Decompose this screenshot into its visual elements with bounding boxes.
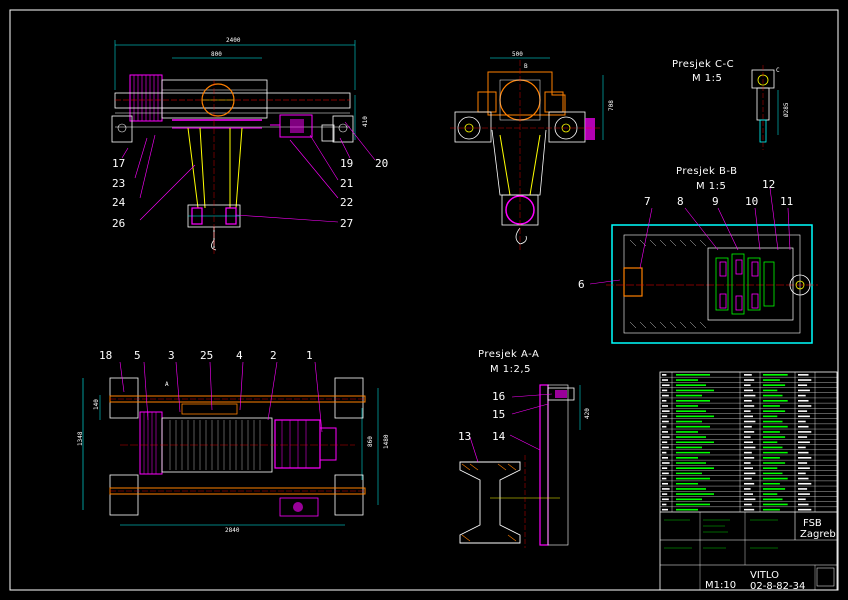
title-name: VITLO bbox=[750, 570, 779, 581]
drawing-frame bbox=[9, 9, 839, 591]
dim-plan-left: 140 bbox=[93, 399, 100, 410]
part-17: 17 bbox=[112, 157, 125, 170]
part-27: 27 bbox=[340, 217, 353, 230]
part-5: 5 bbox=[134, 349, 141, 362]
section-c-c-scale: M 1:5 bbox=[692, 73, 722, 84]
part-8: 8 bbox=[677, 195, 684, 208]
part-15: 15 bbox=[492, 408, 505, 421]
plan-view: 1348 140 2840 1480 860 bbox=[77, 349, 390, 534]
part-13: 13 bbox=[458, 430, 471, 443]
view-marker-a: A bbox=[165, 381, 169, 388]
part-20: 20 bbox=[375, 157, 388, 170]
view-marker-c: C bbox=[776, 67, 780, 74]
dim-aa: 420 bbox=[584, 408, 591, 419]
dim-plan-height: 1348 bbox=[77, 431, 84, 446]
part-12: 12 bbox=[762, 178, 775, 191]
section-b-b-label: Presjek B-B bbox=[676, 166, 737, 177]
part-3: 3 bbox=[168, 349, 175, 362]
part-16: 16 bbox=[492, 390, 505, 403]
part-9: 9 bbox=[712, 195, 719, 208]
dim-cc: Ø285 bbox=[783, 102, 790, 117]
section-c-c: Presjek C-C M 1:5 Ø285 C bbox=[672, 59, 790, 150]
section-b-b-scale: M 1:5 bbox=[696, 181, 726, 192]
dim-top-overall: 2400 bbox=[226, 37, 241, 44]
title-drawing-number: 02-8-82-34 bbox=[750, 581, 805, 592]
dim-side-height: 708 bbox=[608, 100, 615, 111]
section-a-a-label: Presjek A-A bbox=[478, 349, 539, 360]
section-b-b: Presjek B-B M 1:5 bbox=[578, 166, 818, 344]
section-a-a-scale: M 1:2,5 bbox=[490, 364, 531, 375]
part-25: 25 bbox=[200, 349, 213, 362]
part-21: 21 bbox=[340, 177, 353, 190]
section-c-c-label: Presjek C-C bbox=[672, 59, 734, 70]
view-marker-b: B bbox=[524, 63, 528, 70]
dim-side-small: 410 bbox=[362, 116, 369, 127]
part-11: 11 bbox=[780, 195, 793, 208]
part-24: 24 bbox=[112, 196, 126, 209]
dim-plan-right-b: 860 bbox=[367, 436, 374, 447]
title-city: Zagreb bbox=[800, 529, 836, 540]
part-4: 4 bbox=[236, 349, 243, 362]
title-block: FSB Zagreb VITLO M1:10 02-8-82-34 bbox=[659, 371, 838, 592]
dim-plan-width: 2840 bbox=[225, 527, 240, 534]
section-a-a: Presjek A-A M 1:2,5 420 16 15 14 13 bbox=[458, 349, 591, 548]
title-scale: M1:10 bbox=[705, 580, 736, 591]
front-elevation-view: 2400 800 410 bbox=[111, 37, 388, 255]
part-18: 18 bbox=[99, 349, 112, 362]
dim-side-width: 500 bbox=[512, 51, 523, 58]
part-10: 10 bbox=[745, 195, 758, 208]
title-institution: FSB bbox=[803, 518, 822, 529]
part-14: 14 bbox=[492, 430, 506, 443]
part-22: 22 bbox=[340, 196, 353, 209]
side-elevation-view: 500 B 708 bbox=[450, 51, 615, 250]
part-23: 23 bbox=[112, 177, 125, 190]
dim-plan-right-a: 1480 bbox=[383, 434, 390, 449]
part-7: 7 bbox=[644, 195, 651, 208]
part-19: 19 bbox=[340, 157, 353, 170]
part-1: 1 bbox=[306, 349, 313, 362]
part-2: 2 bbox=[270, 349, 277, 362]
part-6: 6 bbox=[578, 278, 585, 291]
part-26: 26 bbox=[112, 217, 125, 230]
dim-top-inner: 800 bbox=[211, 51, 222, 58]
